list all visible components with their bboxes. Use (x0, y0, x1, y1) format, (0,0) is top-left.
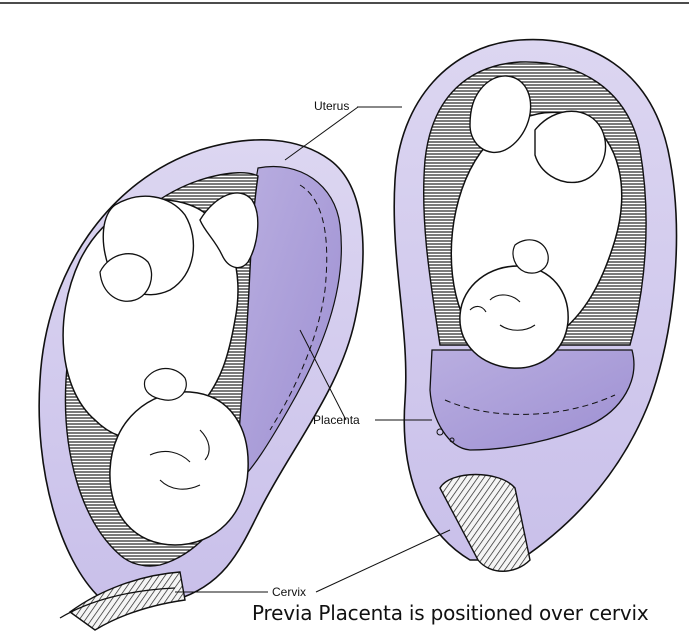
placenta-label: Placenta (313, 413, 360, 427)
fetus-right-foot (535, 111, 606, 182)
uterus-label: Uterus (314, 99, 349, 113)
fetus-right-head (460, 266, 568, 368)
uterus-leader-left (285, 107, 358, 160)
caption: Previa Placenta is positioned over cervi… (252, 601, 649, 625)
uterus-right (394, 40, 676, 572)
cervix-label: Cervix (272, 585, 306, 599)
cervix-leader-right (316, 530, 450, 592)
uterus-left (39, 140, 363, 630)
